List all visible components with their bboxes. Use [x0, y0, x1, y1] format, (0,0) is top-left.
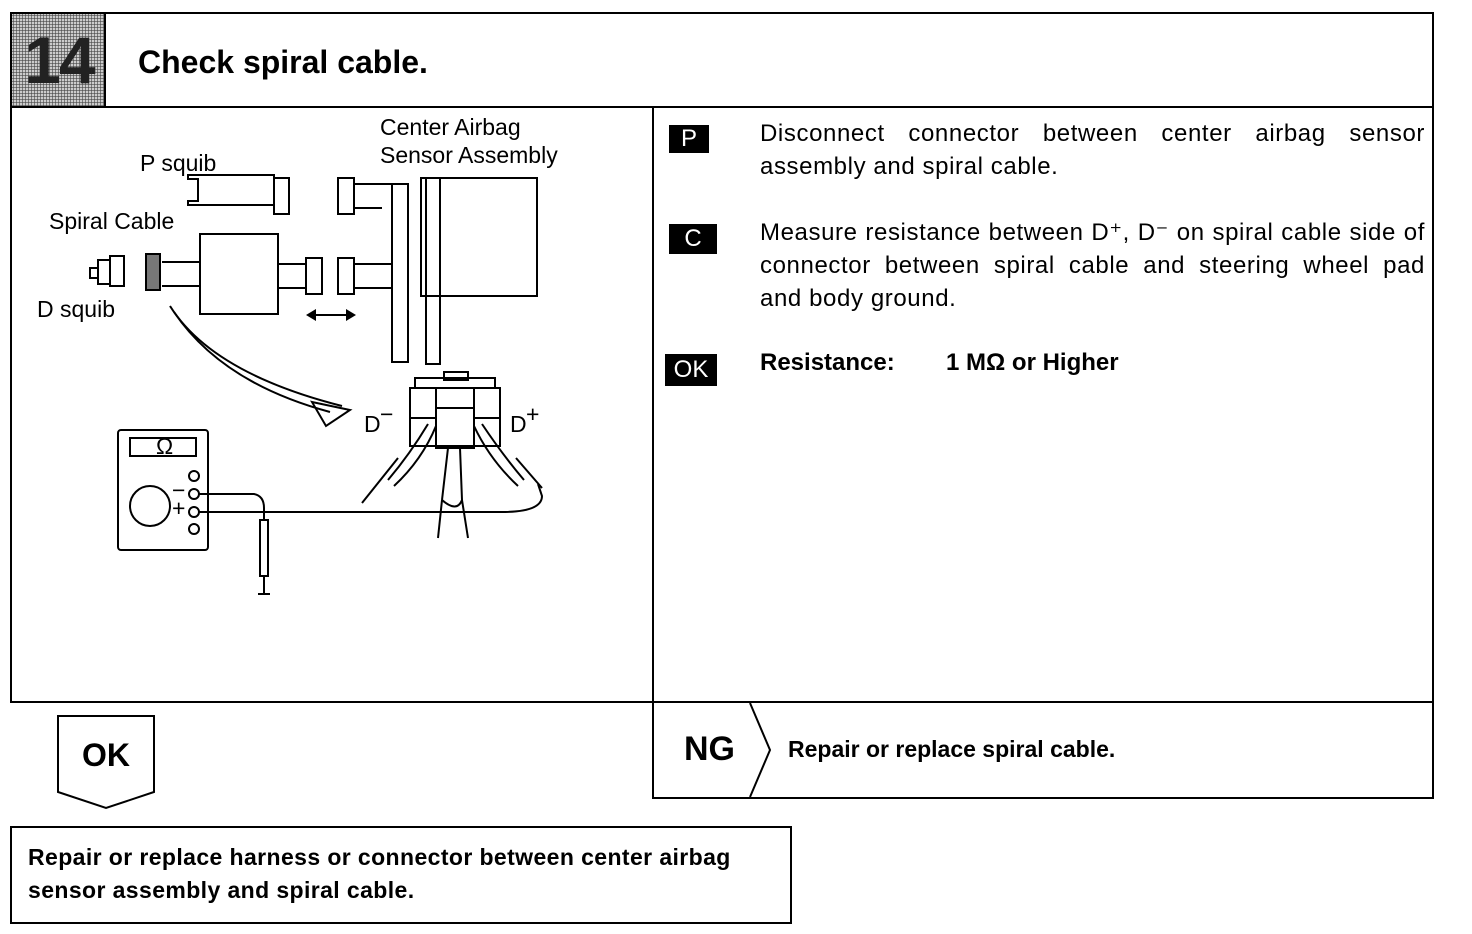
ground-probe	[258, 519, 270, 595]
label-d-minus-sup: −	[380, 401, 393, 427]
probe-d-plus	[515, 457, 543, 489]
label-d-plus: D	[510, 411, 527, 437]
step-text-c: Measure resistance between D⁺, D⁻ on spi…	[760, 219, 1425, 312]
label-meter-minus: −	[172, 477, 185, 503]
ohm-icon: Ω	[156, 433, 173, 459]
step-header	[10, 12, 1434, 108]
page-title: Check spiral cable.	[138, 44, 428, 80]
resistance-label: Resistance:	[760, 349, 895, 376]
label-spiral-cable: Spiral Cable	[49, 208, 174, 234]
ok-result-label: OK	[82, 737, 130, 773]
ng-result-box	[652, 701, 1434, 799]
label-sensor-assembly: Sensor Assembly	[380, 142, 558, 168]
label-d-squib: D squib	[37, 296, 115, 322]
center-airbag-sensor	[420, 177, 538, 365]
probe-d-minus	[361, 457, 399, 504]
resistance-spec: Resistance: 1 MΩ or Higher	[760, 346, 1119, 380]
label-d-minus: D	[364, 411, 381, 437]
ng-action-text: Repair or replace spiral cable.	[788, 736, 1116, 762]
pointer-arrow-curve	[169, 305, 343, 407]
step-number: 14	[24, 23, 95, 97]
spiral-cable-body	[162, 233, 323, 315]
resistance-value: 1 MΩ or Higher	[946, 349, 1119, 376]
ok-action-box	[10, 826, 792, 924]
step-badge-c: C	[669, 224, 717, 254]
wiring-diagram: Center Airbag Sensor Assembly P squib Sp…	[37, 114, 558, 595]
label-d-plus-sup: +	[526, 401, 539, 427]
step-badge-p: P	[669, 125, 709, 153]
connector-bar	[391, 183, 409, 363]
probe-lead-positive	[199, 483, 544, 513]
ok-action-text: Repair or replace harness or connector b…	[28, 844, 731, 903]
label-meter-plus: +	[172, 495, 185, 521]
ok-arrow-icon	[57, 715, 155, 810]
connector-detail	[387, 371, 525, 539]
step-number-box	[12, 14, 106, 106]
probe-lead-negative	[199, 493, 265, 520]
shaded-connector	[145, 253, 161, 291]
step-badge-ok: OK	[665, 354, 717, 386]
d-squib-connector	[89, 255, 125, 287]
sensor-connector-upper	[337, 177, 392, 215]
label-p-squib: P squib	[140, 150, 216, 176]
sensor-connector-lower	[337, 257, 392, 295]
multimeter	[117, 429, 209, 551]
label-center-airbag: Center Airbag	[380, 114, 521, 140]
step-text-p: Disconnect connector between center airb…	[760, 120, 1425, 180]
p-squib-connector	[187, 174, 290, 215]
panel-divider	[652, 106, 654, 703]
ng-result-label: NG	[684, 730, 735, 768]
ng-chevron-icon	[749, 703, 772, 797]
